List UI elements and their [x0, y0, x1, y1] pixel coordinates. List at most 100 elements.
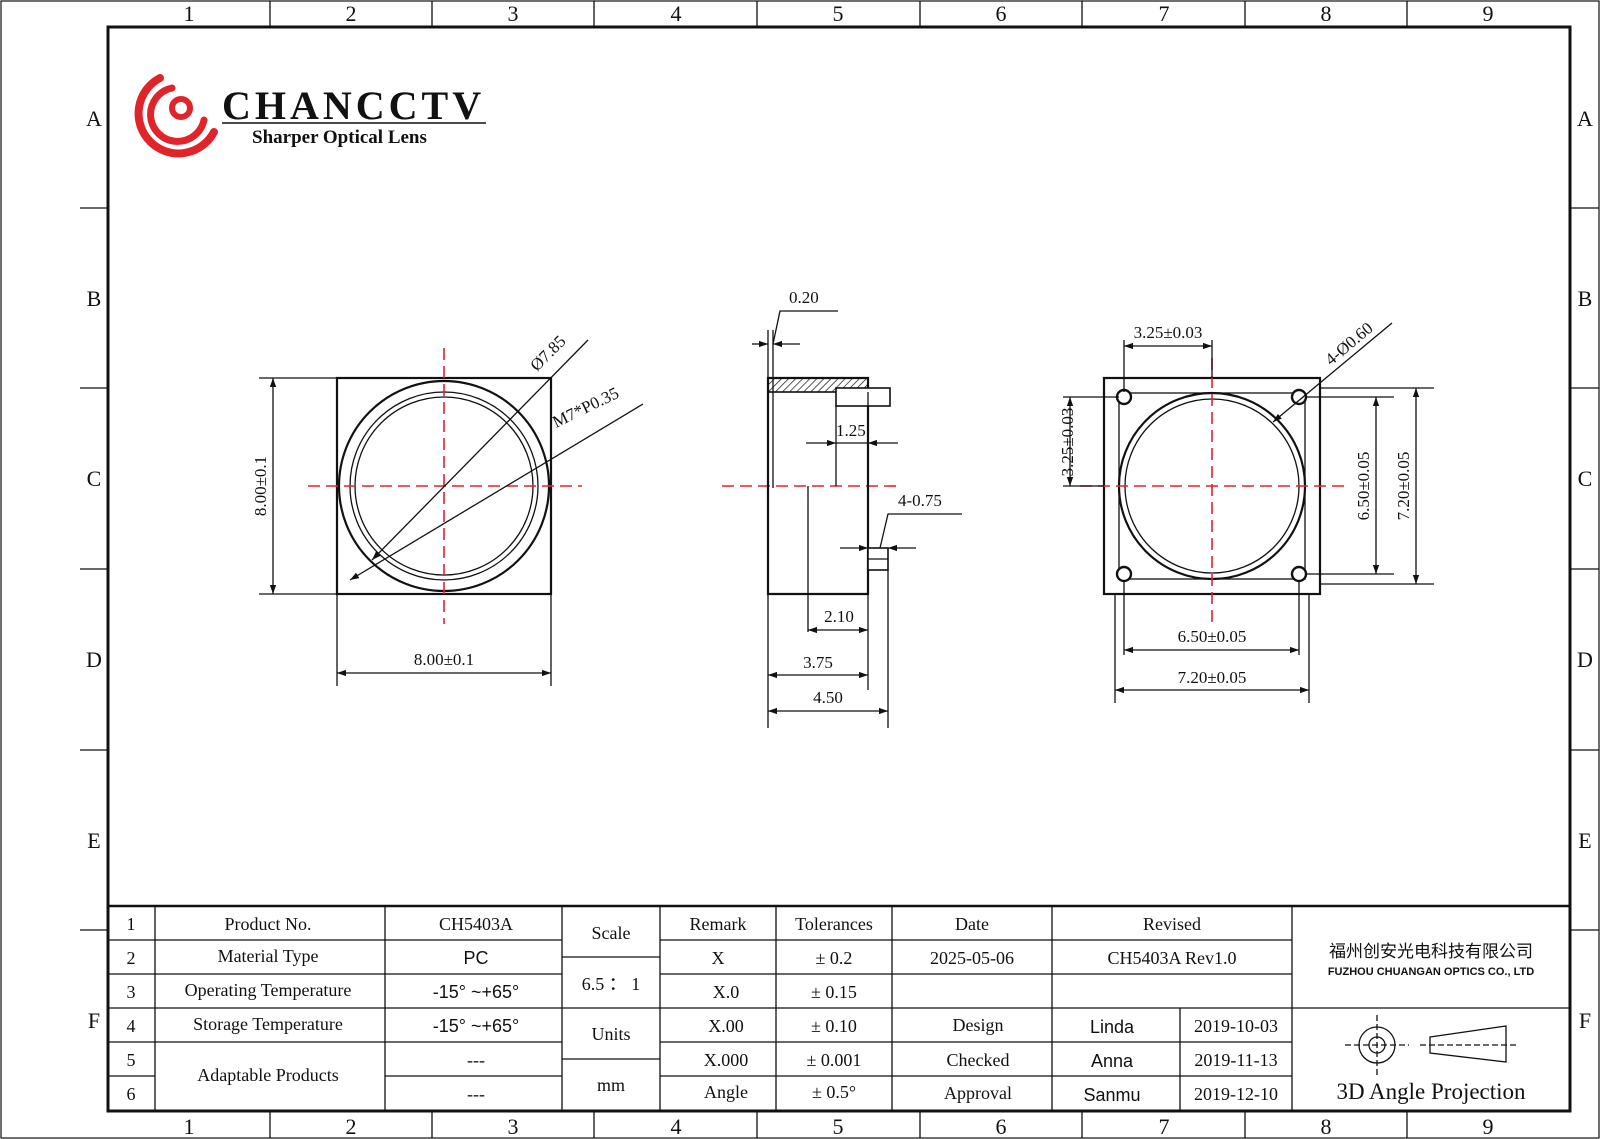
- zone-row-label: D: [1577, 647, 1593, 672]
- zone-row-label: B: [1578, 286, 1593, 311]
- zone-col-label: 9: [1483, 1114, 1494, 1139]
- scale-label: Scale: [592, 923, 631, 943]
- storage-temp-value: -15° ~+65°: [433, 1016, 519, 1036]
- side-d3-label: 4.50: [813, 688, 843, 707]
- logo-tagline: Sharper Optical Lens: [252, 127, 427, 148]
- zone-col-label: 6: [996, 1114, 1007, 1139]
- signoff-date: 2019-12-10: [1194, 1084, 1278, 1104]
- back-outer-height-label: 7.20±0.05: [1394, 452, 1413, 521]
- tolerance-value: ± 0.10: [811, 1016, 857, 1036]
- zone-col-label: 7: [1159, 1114, 1170, 1139]
- material-type-value: PC: [463, 948, 488, 968]
- scale-value: 6.5 ： 1: [582, 974, 641, 994]
- back-holes-label: 4-Ø0.60: [1321, 318, 1376, 369]
- signoff-role: Approval: [944, 1083, 1012, 1103]
- side-d2-label: 3.75: [803, 653, 833, 672]
- remark-value: X: [712, 948, 725, 968]
- zone-row-label: D: [86, 647, 102, 672]
- zone-col-label: 8: [1321, 1, 1332, 26]
- zone-col-label: 2: [346, 1114, 357, 1139]
- units-label: Units: [591, 1024, 630, 1044]
- operating-temp-label: Operating Temperature: [185, 980, 352, 1000]
- zone-col-label: 5: [833, 1, 844, 26]
- zone-col-label: 7: [1159, 1, 1170, 26]
- signoff-name: Sanmu: [1083, 1085, 1140, 1105]
- projection-label: 3D Angle Projection: [1336, 1079, 1526, 1104]
- zone-row-label: A: [86, 106, 102, 131]
- tolerance-header: Tolerances: [795, 914, 873, 934]
- back-inner-width-label: 6.50±0.05: [1178, 627, 1247, 646]
- back-view: 3.25±0.03 4-Ø0.60 3.25±0.03 6.50±0.05 7.…: [1058, 318, 1434, 703]
- tb-row-no: 1: [127, 914, 136, 934]
- mount-hole-icon: [1115, 565, 1133, 583]
- company-name-en: FUZHOU CHUANGAN OPTICS CO., LTD: [1328, 966, 1534, 978]
- remark-value: Angle: [704, 1082, 748, 1102]
- row-labels-left: A B C D E F: [86, 106, 102, 1033]
- zone-col-label: 3: [508, 1, 519, 26]
- zone-col-label: 4: [671, 1114, 682, 1139]
- front-width-label: 8.00±0.1: [414, 650, 474, 669]
- revised-value: CH5403A Rev1.0: [1107, 948, 1236, 968]
- zone-col-label: 3: [508, 1114, 519, 1139]
- remark-header: Remark: [690, 914, 747, 934]
- front-view: Ø7.85 M7*P0.35 8.00±0.1 8.00±0.1: [251, 332, 644, 686]
- row-labels-right: A B C D E F: [1577, 106, 1593, 1033]
- date-header: Date: [955, 914, 989, 934]
- tb-row-no: 2: [127, 948, 136, 968]
- tolerance-value: ± 0.2: [816, 948, 853, 968]
- zone-col-label: 6: [996, 1, 1007, 26]
- signoff-name: Anna: [1091, 1051, 1134, 1071]
- remark-value: X.0: [713, 982, 740, 1002]
- zone-col-label: 8: [1321, 1114, 1332, 1139]
- title-block: 1 2 3 4 5 6 Product No. Material Type Op…: [108, 904, 1570, 1111]
- side-lip: [835, 387, 891, 407]
- front-thread-label: M7*P0.35: [549, 383, 621, 431]
- remark-value: X.000: [704, 1050, 749, 1070]
- front-dia-leader: [371, 339, 589, 561]
- signoff-role: Design: [953, 1015, 1004, 1035]
- remark-value: X.00: [708, 1016, 744, 1036]
- material-type-label: Material Type: [218, 946, 319, 966]
- company-logo: CHANCCTV Sharper Optical Lens: [134, 74, 486, 158]
- logo-brand-text: CHANCCTV: [222, 83, 485, 128]
- product-no-label: Product No.: [225, 914, 312, 934]
- mount-hole-icon: [1290, 565, 1308, 583]
- zone-row-label: A: [1577, 106, 1593, 131]
- back-left-offset-label: 3.25±0.03: [1058, 408, 1077, 477]
- signoff-role: Checked: [947, 1050, 1010, 1070]
- logo-swirl-icon: [134, 74, 218, 158]
- zone-col-label: 9: [1483, 1, 1494, 26]
- zone-row-label: F: [1579, 1008, 1591, 1033]
- product-no-value: CH5403A: [439, 914, 513, 934]
- side-holes-label: 4-0.75: [898, 491, 942, 510]
- zone-col-label: 5: [833, 1114, 844, 1139]
- side-step-label: 1.25: [836, 421, 866, 440]
- zone-row-label: C: [1578, 466, 1593, 491]
- tb-row-no: 5: [127, 1050, 136, 1070]
- front-thread-leader: [349, 403, 644, 581]
- signoff-date: 2019-11-13: [1194, 1050, 1277, 1070]
- zone-row-label: F: [88, 1008, 100, 1033]
- front-dia-label: Ø7.85: [526, 332, 569, 375]
- tolerance-value: ± 0.15: [811, 982, 857, 1002]
- projection-symbol-icon: [1345, 1015, 1518, 1075]
- zone-col-label: 1: [184, 1, 195, 26]
- column-labels-top: 1 2 3 4 5 6 7 8 9: [184, 1, 1494, 26]
- side-wall-label: 0.20: [789, 288, 819, 307]
- company-name-cn: 福州创安光电科技有限公司: [1329, 942, 1533, 962]
- zone-col-label: 1: [184, 1114, 195, 1139]
- zone-col-label: 4: [671, 1, 682, 26]
- front-height-label: 8.00±0.1: [251, 456, 270, 516]
- side-view: 0.20 1.25 4-0.75 2.10 3.75 4.50: [722, 288, 962, 728]
- side-d1-label: 2.10: [824, 607, 854, 626]
- zone-row-label: E: [1578, 828, 1591, 853]
- zone-row-label: B: [87, 286, 102, 311]
- tolerance-value: ± 0.001: [807, 1050, 862, 1070]
- adaptable-value-2: ---: [467, 1084, 485, 1104]
- back-inner-height-label: 6.50±0.05: [1354, 452, 1373, 521]
- back-outer-width-label: 7.20±0.05: [1178, 668, 1247, 687]
- zone-row-label: C: [87, 466, 102, 491]
- mount-hole-icon: [1115, 388, 1133, 406]
- revised-header: Revised: [1143, 914, 1201, 934]
